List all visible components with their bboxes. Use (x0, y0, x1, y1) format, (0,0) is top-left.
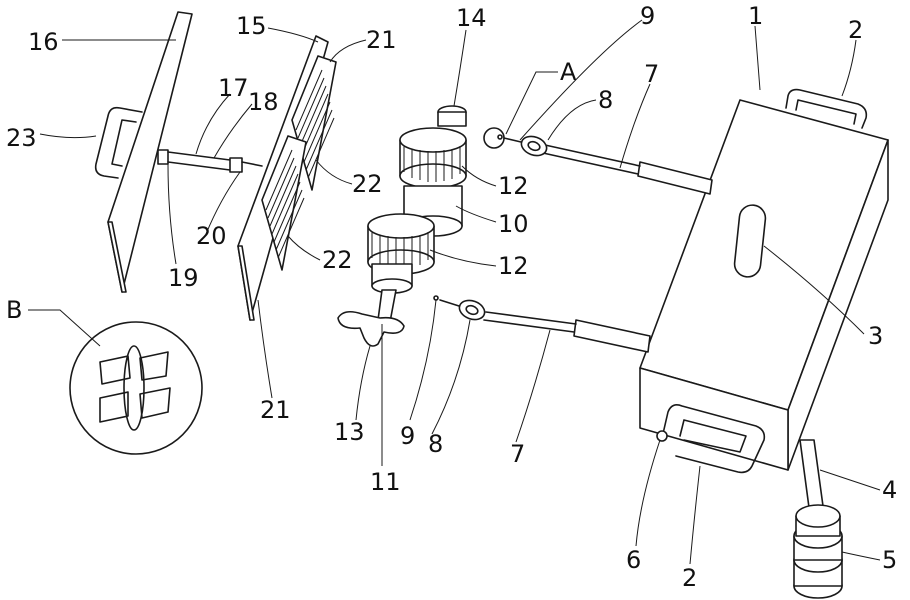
screw-shaft (158, 150, 262, 172)
label-12-top: 12 (498, 172, 529, 200)
label-9-bottom: 9 (400, 422, 415, 450)
label-2-bottom: 2 (682, 564, 697, 592)
label-16: 16 (28, 28, 59, 56)
label-22-top: 22 (352, 170, 383, 198)
upper-gear (400, 128, 466, 188)
label-17: 17 (218, 74, 249, 102)
label-20: 20 (196, 222, 227, 250)
label-B: B (6, 296, 22, 324)
label-1: 1 (748, 2, 763, 30)
label-15: 15 (236, 12, 267, 40)
label-8-top: 8 (598, 86, 613, 114)
label-8-bottom: 8 (428, 430, 443, 458)
upper-rod-assembly (498, 133, 712, 194)
label-A: A (560, 58, 577, 86)
label-21-top: 21 (366, 26, 397, 54)
label-10: 10 (498, 210, 529, 238)
label-9-top: 9 (640, 2, 655, 30)
label-13: 13 (334, 418, 365, 446)
label-12-bottom: 12 (498, 252, 529, 280)
central-shaft (338, 106, 466, 346)
label-6: 6 (626, 546, 641, 574)
label-14: 14 (456, 4, 487, 32)
label-7-top: 7 (644, 60, 659, 88)
hole-6 (657, 431, 667, 441)
label-3: 3 (868, 322, 883, 350)
label-4: 4 (882, 476, 897, 504)
label-19: 19 (168, 264, 199, 292)
rod-and-weight (794, 440, 842, 598)
main-housing (640, 90, 888, 473)
label-11: 11 (370, 468, 401, 496)
label-21-bottom: 21 (260, 396, 291, 424)
label-22-bottom: 22 (322, 246, 353, 274)
label-2-top: 2 (848, 16, 863, 44)
detail-b (70, 322, 202, 454)
label-5: 5 (882, 546, 897, 574)
label-23: 23 (6, 124, 37, 152)
left-plate-16 (108, 12, 192, 292)
lower-rod-assembly (434, 296, 650, 352)
label-7-bottom: 7 (510, 440, 525, 468)
wing-nut (338, 312, 404, 346)
label-18: 18 (248, 88, 279, 116)
